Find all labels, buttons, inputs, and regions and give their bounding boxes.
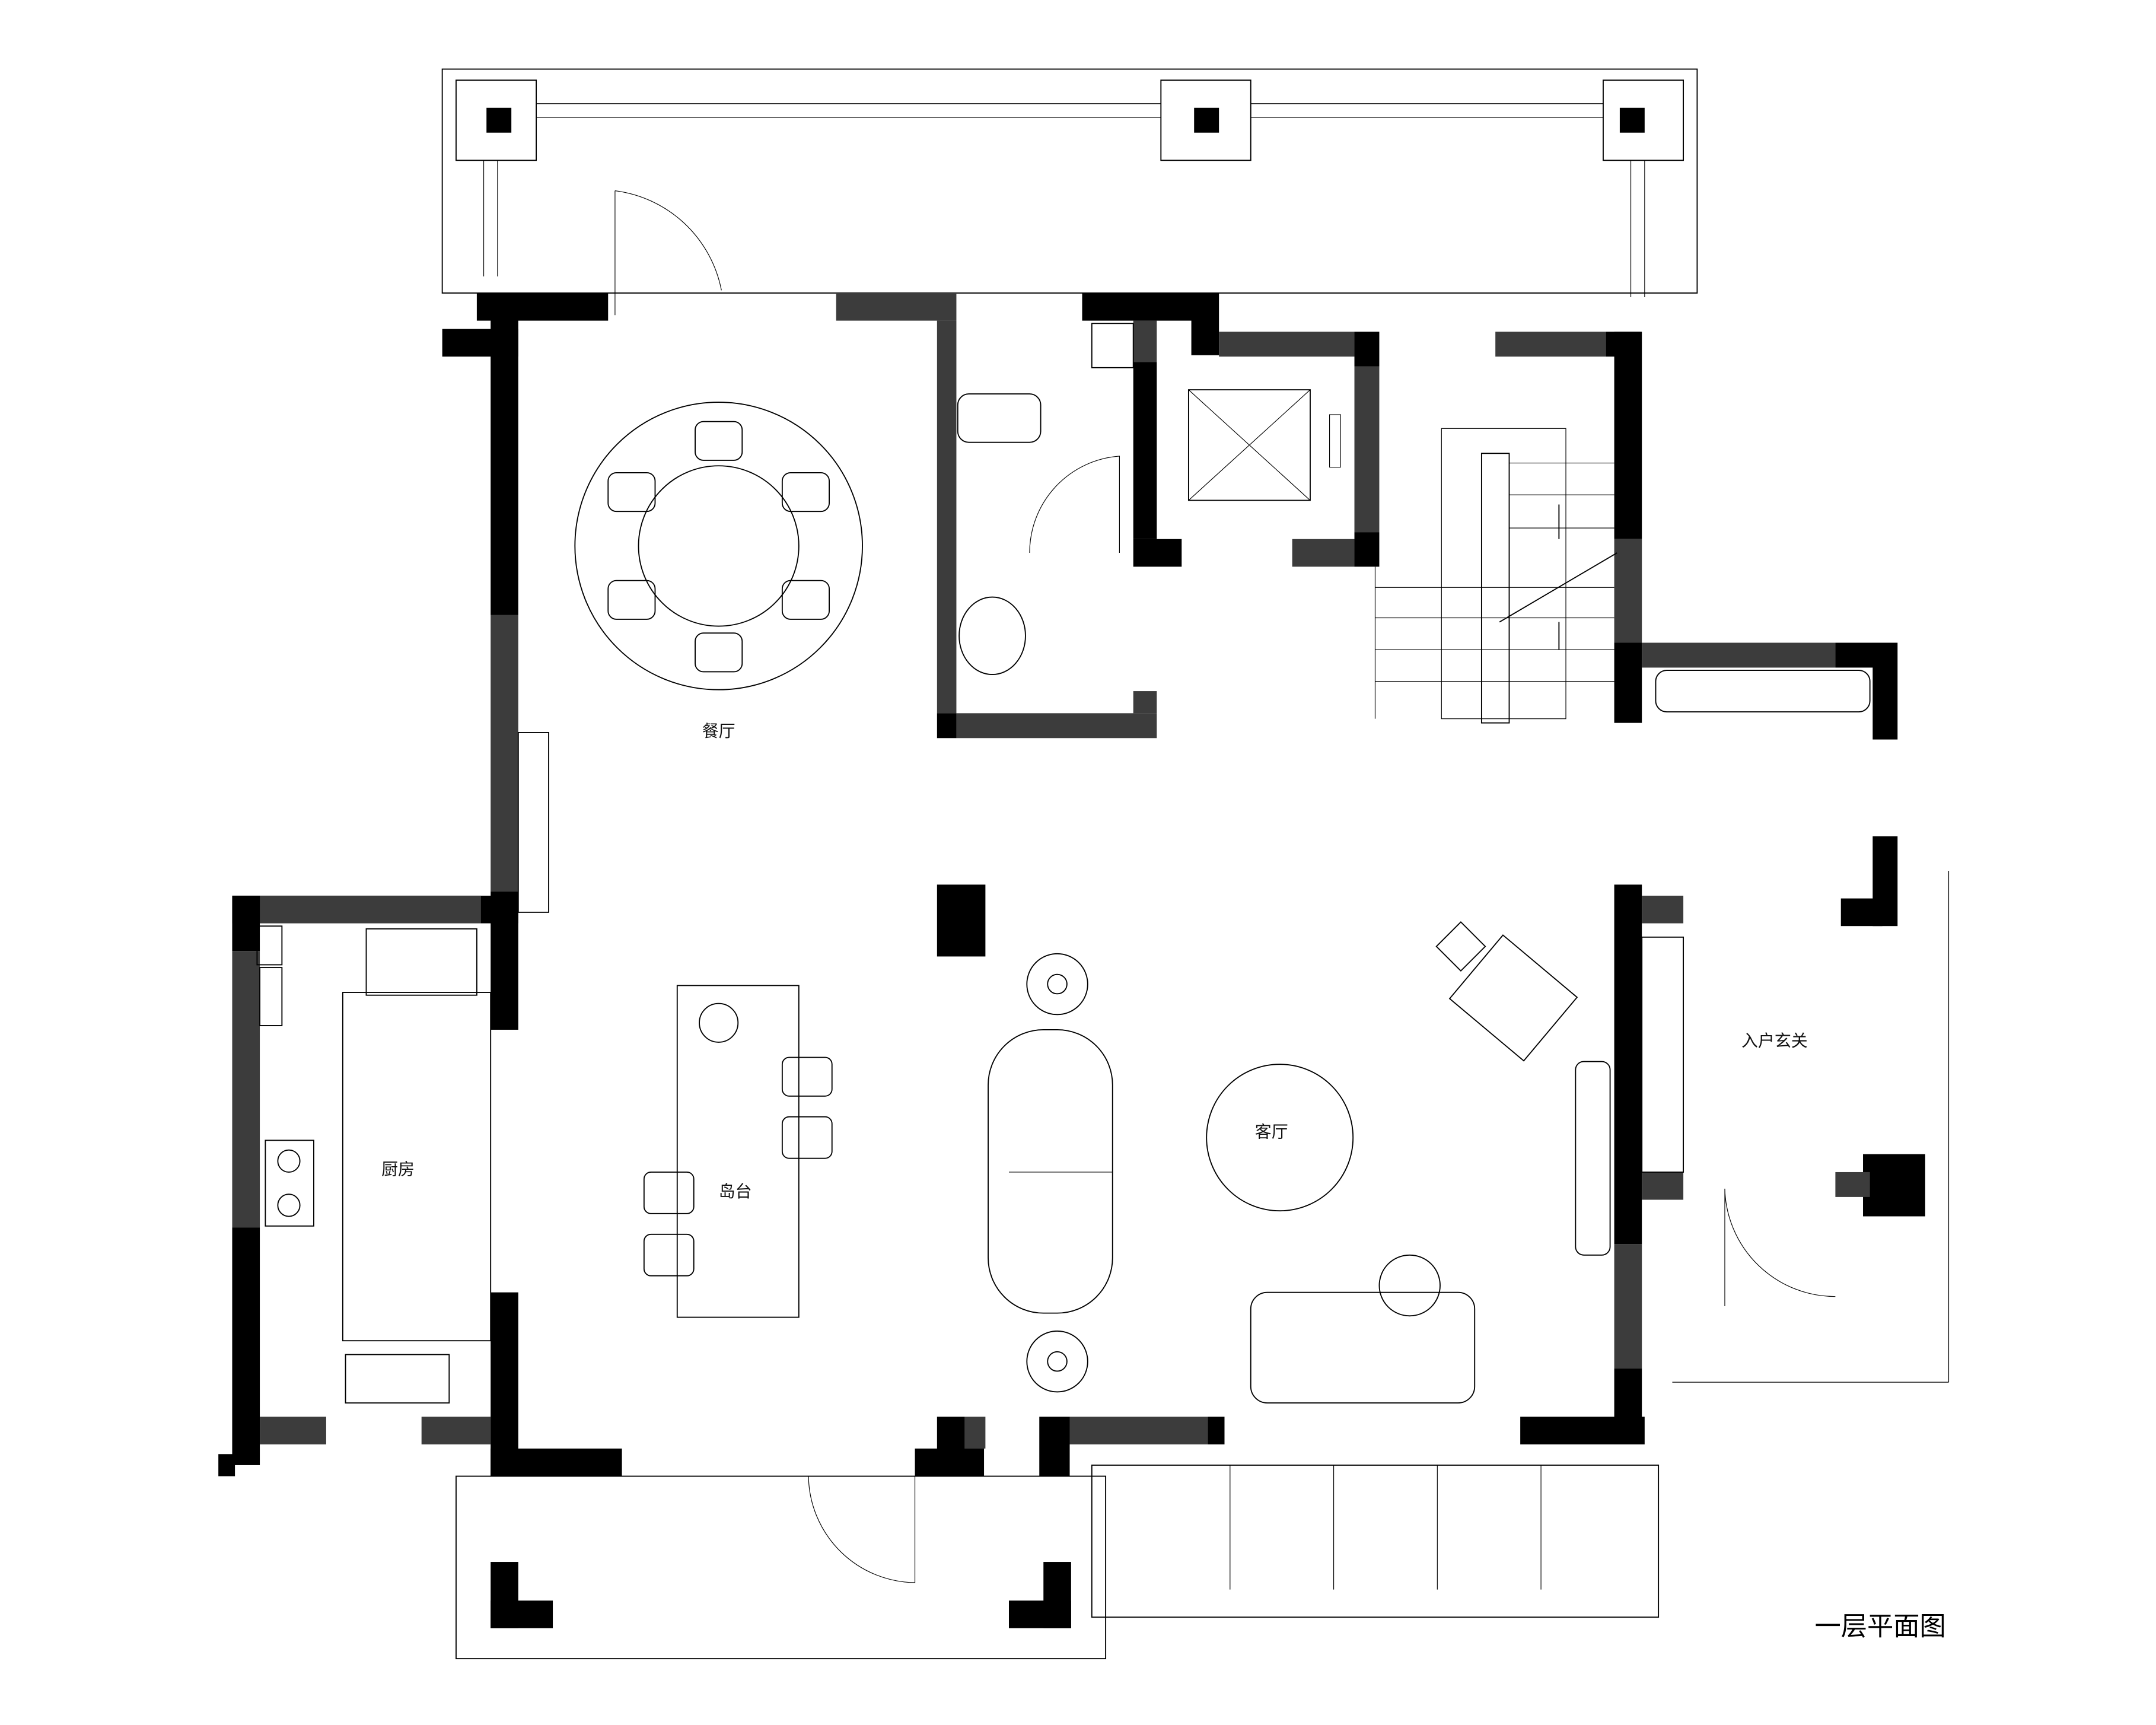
room-label-entrance: 入户玄关 bbox=[1741, 1031, 1808, 1051]
sideboard bbox=[517, 732, 549, 913]
staircase bbox=[1374, 428, 1617, 724]
elevator bbox=[1187, 389, 1341, 501]
top-terrace bbox=[441, 68, 1698, 297]
kitchen-island bbox=[643, 985, 833, 1318]
column-right bbox=[1603, 79, 1684, 161]
column-left bbox=[456, 79, 537, 161]
column-mid bbox=[1160, 79, 1251, 161]
bottom-patio bbox=[456, 870, 1950, 1660]
room-label-kitchen: 厨房 bbox=[381, 1160, 415, 1179]
dining-table bbox=[574, 402, 863, 690]
room-label-island: 岛台 bbox=[719, 1182, 752, 1201]
walls bbox=[218, 292, 1925, 1476]
door-swing-dining bbox=[614, 190, 722, 316]
room-label-living: 客厅 bbox=[1255, 1122, 1288, 1142]
bathroom-fixtures bbox=[957, 323, 1134, 676]
kitchen-fixtures bbox=[256, 925, 492, 1404]
room-label-dining: 餐厅 bbox=[702, 721, 735, 741]
plan-title: 一层平面图 bbox=[1814, 1612, 1945, 1642]
living-furniture bbox=[937, 670, 1871, 1404]
entrance-door-swing bbox=[1724, 1188, 1836, 1306]
